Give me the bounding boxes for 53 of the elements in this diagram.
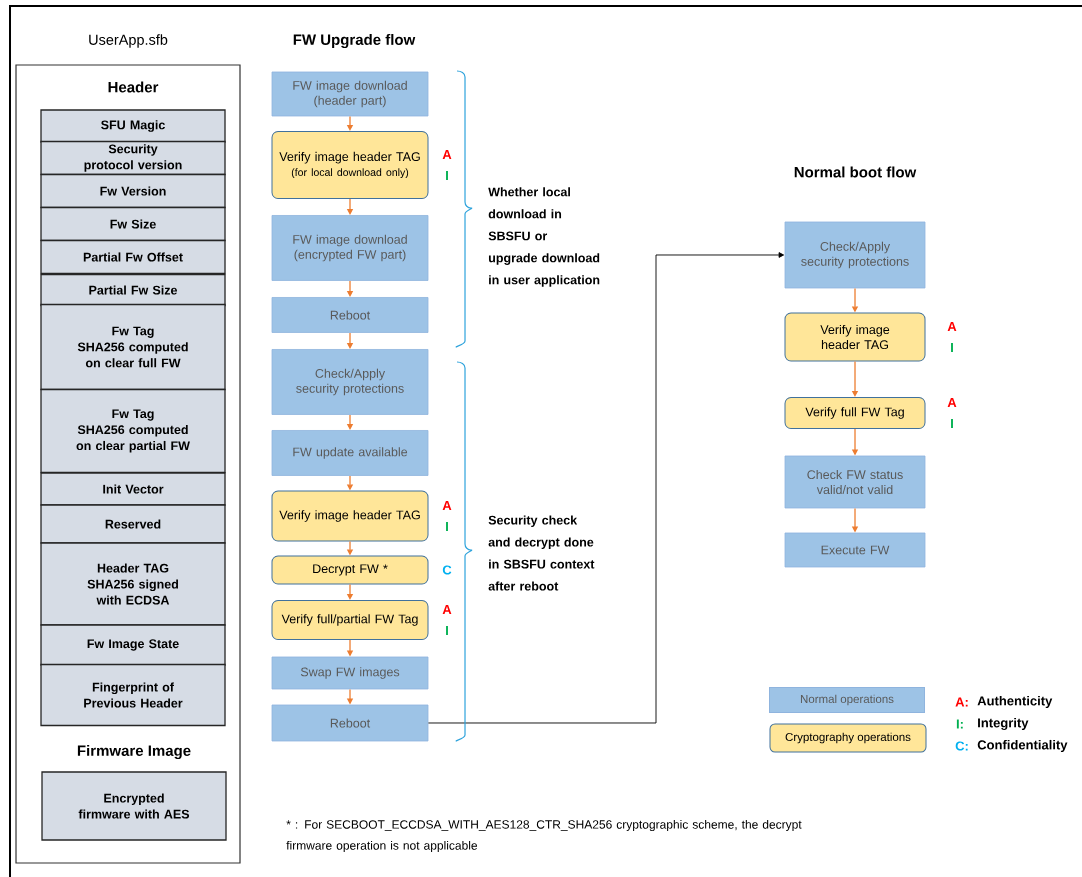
crypto-process-box: Verify image header TAG <box>784 312 926 362</box>
header-field-box: Init Vector <box>40 472 226 506</box>
flow-heading: FW Upgrade flow <box>293 33 416 48</box>
file-name: UserApp.sfb <box>89 34 168 48</box>
bracket-note: Security check and decrypt done in SBSFU context after reboot <box>488 515 595 591</box>
header-field-box: Security protocol version <box>40 140 226 176</box>
rating-letter: I <box>446 171 448 180</box>
key-text: Integrity <box>978 717 1029 731</box>
section-heading: Firmware Image <box>77 744 191 759</box>
flow-heading: Normal boot flow <box>794 166 917 178</box>
bracket-note: Whether local download in SBSFU or upgrade download in user application <box>488 187 600 287</box>
key-letter: A: <box>955 697 968 707</box>
footnote: * : For SECBOOT_ECCDSA_WITH_AES128_CTR_SHA256 cryptographic scheme, the decrypt firmware operation is not applicable <box>286 819 802 853</box>
key-text: Confidentiality <box>977 739 1068 753</box>
process-box: FW image download (encrypted FW part) <box>271 215 429 281</box>
header-field-box: Reserved <box>40 504 226 544</box>
crypto-process-box: Verify image header TAG <box>271 490 429 542</box>
header-field-box: Fw Version <box>40 173 226 209</box>
rating-letter: I <box>951 419 953 428</box>
rating-letter: A <box>442 605 452 614</box>
header-field-box: Fingerprint of Previous Header <box>40 663 226 727</box>
header-field-box: SFU Magic <box>40 109 226 143</box>
rating-letter: C <box>442 565 452 575</box>
process-box: FW update available <box>271 430 429 476</box>
rating-letter: A <box>442 150 452 159</box>
arrow <box>427 252 785 724</box>
header-field-box: Encrypted firmware with AES <box>41 771 227 841</box>
crypto-process-box: Decrypt FW * <box>271 555 429 585</box>
crypto-process-box: Verify full/partial FW Tag <box>271 600 429 640</box>
process-box: Reboot <box>271 704 429 742</box>
rating-letter: I <box>951 343 953 352</box>
header-field-box: Partial Fw Size <box>40 273 226 307</box>
process-box: Swap FW images <box>271 656 429 690</box>
rating-letter: A <box>442 501 452 510</box>
rating-letter: I <box>446 522 448 531</box>
rating-letter: A <box>947 322 957 331</box>
process-box: Check FW status valid/not valid <box>784 455 926 509</box>
header-field-box: Fw Image State <box>40 624 226 666</box>
process-box: Execute FW <box>784 532 926 568</box>
crypto-process-box: Verify full FW Tag <box>784 397 926 429</box>
process-box: FW image download (header part) <box>271 71 429 117</box>
crypto-process-box: Verify image header TAG (for local download only) <box>271 131 429 199</box>
header-field-box: Fw Size <box>40 206 226 242</box>
process-box: Check/Apply security protections <box>784 221 926 289</box>
rating-letter: A <box>947 398 957 407</box>
process-box: Check/Apply security protections <box>271 349 429 415</box>
key-letter: C: <box>955 741 968 751</box>
header-field-box: Partial Fw Offset <box>40 239 226 275</box>
rating-letter: I <box>446 626 448 635</box>
section-heading: Header <box>108 81 159 93</box>
key-text: Authenticity <box>977 695 1053 709</box>
process-box: Reboot <box>271 297 429 333</box>
key-letter: I: <box>956 719 963 729</box>
